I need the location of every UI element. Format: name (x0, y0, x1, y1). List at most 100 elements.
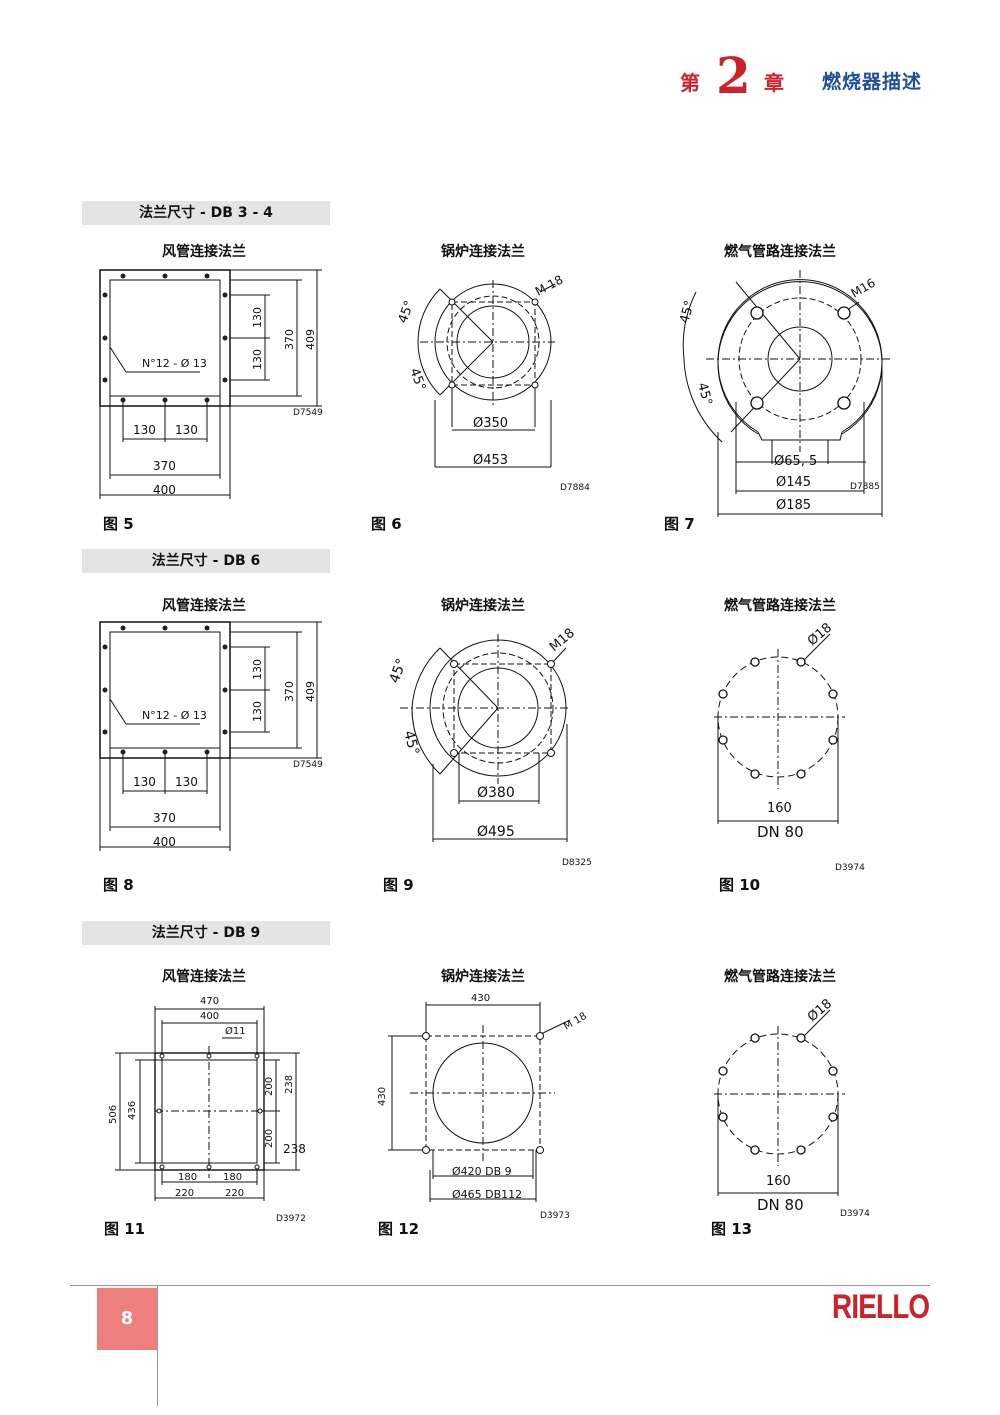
dim-dia-145: Ø145 (776, 475, 811, 490)
subtitle-gas-flange: 燃气管路连接法兰 (724, 244, 836, 260)
drawing-code: D7885 (850, 482, 880, 492)
dn-label: DN 80 (757, 823, 804, 841)
angle-label: 45° (677, 299, 697, 325)
drawing-gas-flange-db6: Ø18 160 DN 80 D3974 (714, 620, 865, 873)
drawing-code: D7884 (560, 483, 590, 493)
drawing-code: D8325 (562, 858, 592, 868)
drawing-duct-flange-db6: N°12 - Ø 13 130 130 130 130 370 409 370 … (99, 621, 323, 851)
angle-label: 45° (387, 657, 411, 686)
dim-370: 370 (153, 459, 176, 473)
dim-130-vertical: 130 (251, 701, 264, 722)
dim-dia-65-5: Ø65, 5 (774, 454, 817, 469)
dim-130: 130 (175, 423, 198, 437)
subtitle-gas-flange: 燃气管路连接法兰 (724, 969, 836, 985)
dim-dia-495: Ø495 (477, 824, 515, 840)
dim-220: 220 (225, 1188, 244, 1199)
chapter-suffix: 章 (764, 71, 784, 95)
dim-200: 200 (264, 1077, 275, 1096)
dim-130-vertical: 130 (251, 349, 264, 370)
holes-label: N°12 - Ø 13 (142, 709, 207, 722)
dim-160: 160 (766, 1174, 791, 1189)
dn-label: DN 80 (757, 1196, 804, 1214)
dim-130-vertical: 130 (251, 307, 264, 328)
dim-400: 400 (200, 1011, 219, 1022)
dim-dia-420: Ø420 DB 9 (452, 1165, 512, 1178)
dim-130: 130 (133, 423, 156, 437)
figure-label: 图 13 (711, 1220, 753, 1238)
section-title-db9: 法兰尺寸 - DB 9 (82, 921, 330, 945)
chapter-header: 第 2 章 燃烧器描述 (680, 46, 940, 105)
subtitle-boiler-flange: 锅炉连接法兰 (441, 969, 525, 985)
thread-label: M18 (547, 626, 578, 655)
drawing-code: D3973 (540, 1211, 570, 1221)
riello-logo: RIELLO (832, 1288, 930, 1326)
dim-400: 400 (153, 483, 176, 497)
subtitle-duct-flange: 风管连接法兰 (162, 244, 246, 260)
dim-370-vertical: 370 (283, 681, 296, 702)
dim-130: 130 (133, 775, 156, 789)
dim-dia-380: Ø380 (477, 785, 515, 801)
angle-label: 45° (396, 299, 418, 326)
dim-436: 436 (127, 1101, 138, 1120)
drawing-code: D3974 (840, 1209, 870, 1219)
dim-370-vertical: 370 (283, 329, 296, 350)
drawing-duct-flange-db9: 470 400 Ø11 506 436 200 200 238 238 180 … (108, 996, 306, 1224)
hole-dia-label: Ø18 (805, 996, 835, 1025)
thread-label: M 18 (562, 1011, 589, 1033)
figure-label: 图 6 (371, 515, 402, 533)
chapter-number: 2 (716, 46, 751, 105)
footer-vertical-divider (157, 1286, 158, 1406)
dim-dia-465: Ø465 DB112 (452, 1188, 522, 1201)
page-number: 8 (97, 1288, 157, 1350)
figure-label: 图 12 (378, 1220, 420, 1238)
dim-430: 430 (471, 993, 490, 1004)
dim-180: 180 (178, 1172, 197, 1183)
angle-label: 45° (406, 366, 428, 393)
thread-label: M16 (849, 276, 878, 301)
dim-470: 470 (200, 996, 219, 1007)
dim-160: 160 (767, 801, 792, 816)
drawing-boiler-flange-db9: 430 430 M 18 Ø420 DB 9 Ø465 DB112 D3973 (377, 993, 589, 1221)
drawing-code: D7549 (293, 760, 323, 770)
footer-divider (70, 1285, 930, 1286)
figure-label: 图 11 (104, 1220, 146, 1238)
section-title-db6: 法兰尺寸 - DB 6 (82, 549, 330, 573)
dim-dia-185: Ø185 (776, 498, 811, 513)
drawing-gas-flange-db3-4: 45° 45° M16 Ø65, 5 Ø145 Ø185 D7885 (677, 270, 891, 517)
hole-dia-label: Ø18 (805, 620, 835, 649)
drawing-code: D3972 (276, 1214, 306, 1224)
chapter-title: 燃烧器描述 (822, 71, 923, 93)
dim-409-vertical: 409 (304, 329, 317, 350)
chapter-prefix: 第 (680, 71, 700, 95)
figure-label: 图 5 (103, 515, 134, 533)
dim-180: 180 (223, 1172, 242, 1183)
dim-220: 220 (175, 1188, 194, 1199)
dim-238: 238 (283, 1142, 306, 1156)
drawing-boiler-flange-db6: 45° 45° M18 Ø380 Ø495 D8325 (387, 626, 592, 868)
subtitle-duct-flange: 风管连接法兰 (162, 598, 246, 614)
dim-400: 400 (153, 835, 176, 849)
dim-409-vertical: 409 (304, 681, 317, 702)
drawing-code: D7549 (293, 408, 323, 418)
dim-506: 506 (108, 1105, 119, 1124)
hole-dia-label: Ø11 (225, 1025, 246, 1037)
section-title-db3-4: 法兰尺寸 - DB 3 - 4 (82, 201, 330, 225)
subtitle-boiler-flange: 锅炉连接法兰 (441, 598, 525, 614)
subtitle-gas-flange: 燃气管路连接法兰 (724, 598, 836, 614)
dim-370: 370 (153, 811, 176, 825)
dim-430-vertical: 430 (377, 1087, 388, 1106)
dim-130-vertical: 130 (251, 659, 264, 680)
dim-dia-453: Ø453 (473, 453, 508, 468)
dim-238: 238 (284, 1075, 295, 1094)
subtitle-duct-flange: 风管连接法兰 (162, 969, 246, 985)
angle-label: 45° (694, 381, 714, 407)
drawing-gas-flange-db9: Ø18 160 DN 80 D3974 (714, 996, 870, 1219)
figure-label: 图 10 (719, 876, 761, 894)
dim-200: 200 (264, 1129, 275, 1148)
figure-label: 图 8 (103, 876, 134, 894)
drawing-boiler-flange-db3-4: 45° 45° M 18 Ø350 Ø453 D7884 (396, 272, 590, 493)
figure-label: 图 9 (383, 876, 414, 894)
figure-label: 图 7 (664, 515, 695, 533)
drawing-duct-flange-db3-4: N°12 - Ø 13 130 130 130 130 370 409 370 … (99, 269, 323, 499)
subtitle-boiler-flange: 锅炉连接法兰 (441, 244, 525, 260)
